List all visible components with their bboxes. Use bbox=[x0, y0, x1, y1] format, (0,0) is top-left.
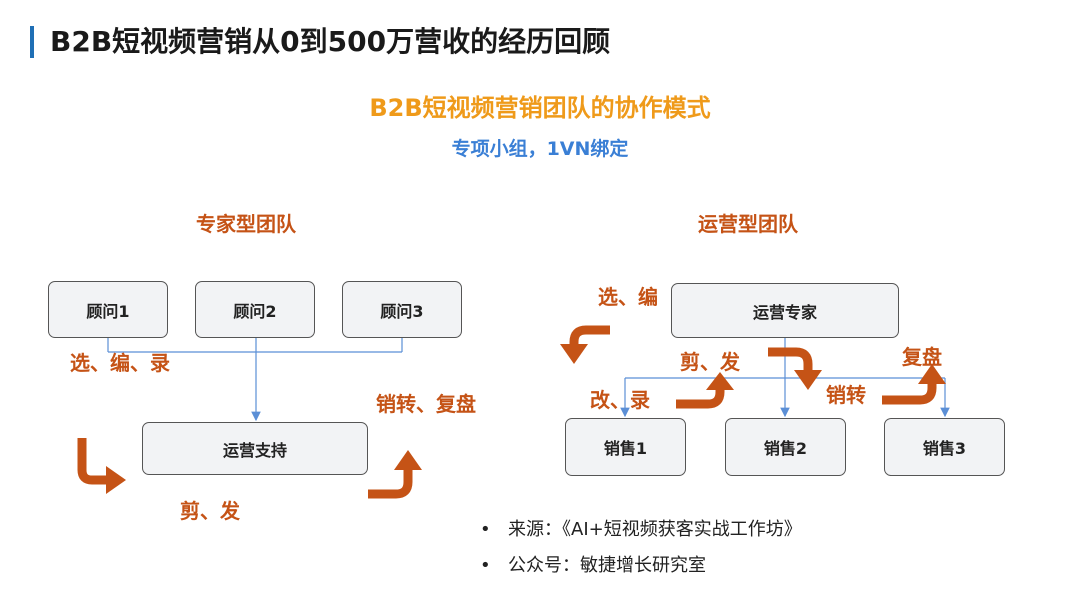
left-up-arrowhead-icon bbox=[394, 450, 422, 470]
note-text: 公众号：敏捷增长研究室 bbox=[508, 555, 706, 576]
ops-support-box: 运营支持 bbox=[142, 422, 368, 475]
bullet-icon: • bbox=[480, 519, 491, 540]
right-cut-arrowhead-icon bbox=[794, 370, 822, 390]
note-text: 来源：《AI+短视频获客实战工作坊》 bbox=[508, 519, 802, 540]
right-action-cut-publish: 剪、发 bbox=[680, 350, 740, 374]
right-team-title: 运营型团队 bbox=[698, 212, 798, 236]
page-title: B2B短视频营销从0到500万营收的经历回顾 bbox=[50, 25, 611, 58]
title-accent-bar bbox=[30, 26, 34, 58]
right-sell-arrowhead-icon bbox=[918, 364, 946, 384]
right-expert-arrow-icon bbox=[569, 325, 610, 346]
consultant-1-box: 顾问1 bbox=[48, 281, 168, 338]
left-action-sell-review: 销转、复盘 bbox=[376, 392, 476, 416]
right-edit-arrow-icon bbox=[676, 388, 725, 409]
source-notes: • 来源：《AI+短视频获客实战工作坊》 • 公众号：敏捷增长研究室 bbox=[480, 512, 802, 584]
right-edit-arrowhead-icon bbox=[706, 372, 734, 390]
sales-3-box: 销售3 bbox=[884, 418, 1005, 476]
consultant-3-box: 顾问3 bbox=[342, 281, 462, 338]
left-team-title: 专家型团队 bbox=[196, 212, 296, 236]
right-expert-arrowhead-icon bbox=[560, 344, 588, 364]
left-down-right-arrowhead-icon bbox=[106, 466, 126, 494]
right-cut-arrow-icon bbox=[768, 347, 813, 372]
right-action-select-edit: 选、编 bbox=[598, 285, 658, 309]
left-up-arrow-icon bbox=[368, 468, 413, 499]
left-action-cut-publish: 剪、发 bbox=[180, 499, 240, 523]
left-action-select-edit-record: 选、编、录 bbox=[70, 351, 170, 375]
consultant-2-box: 顾问2 bbox=[195, 281, 315, 338]
right-sell-arrow-icon bbox=[882, 382, 937, 405]
left-down-right-arrow-icon bbox=[77, 438, 108, 485]
left-connector-lines bbox=[107, 338, 403, 422]
right-action-review: 复盘 bbox=[902, 345, 942, 369]
diagram-title: B2B短视频营销团队的协作模式 bbox=[369, 94, 711, 122]
sales-2-box: 销售2 bbox=[725, 418, 846, 476]
right-action-modify-record: 改、录 bbox=[590, 388, 650, 412]
note-item-account: • 公众号：敏捷增长研究室 bbox=[480, 548, 802, 584]
bullet-icon: • bbox=[480, 555, 491, 576]
diagram-subtitle: 专项小组，1VN绑定 bbox=[451, 138, 629, 160]
ops-expert-box: 运营专家 bbox=[671, 283, 899, 338]
note-item-source: • 来源：《AI+短视频获客实战工作坊》 bbox=[480, 512, 802, 548]
right-action-sell: 销转 bbox=[826, 383, 866, 407]
sales-1-box: 销售1 bbox=[565, 418, 686, 476]
